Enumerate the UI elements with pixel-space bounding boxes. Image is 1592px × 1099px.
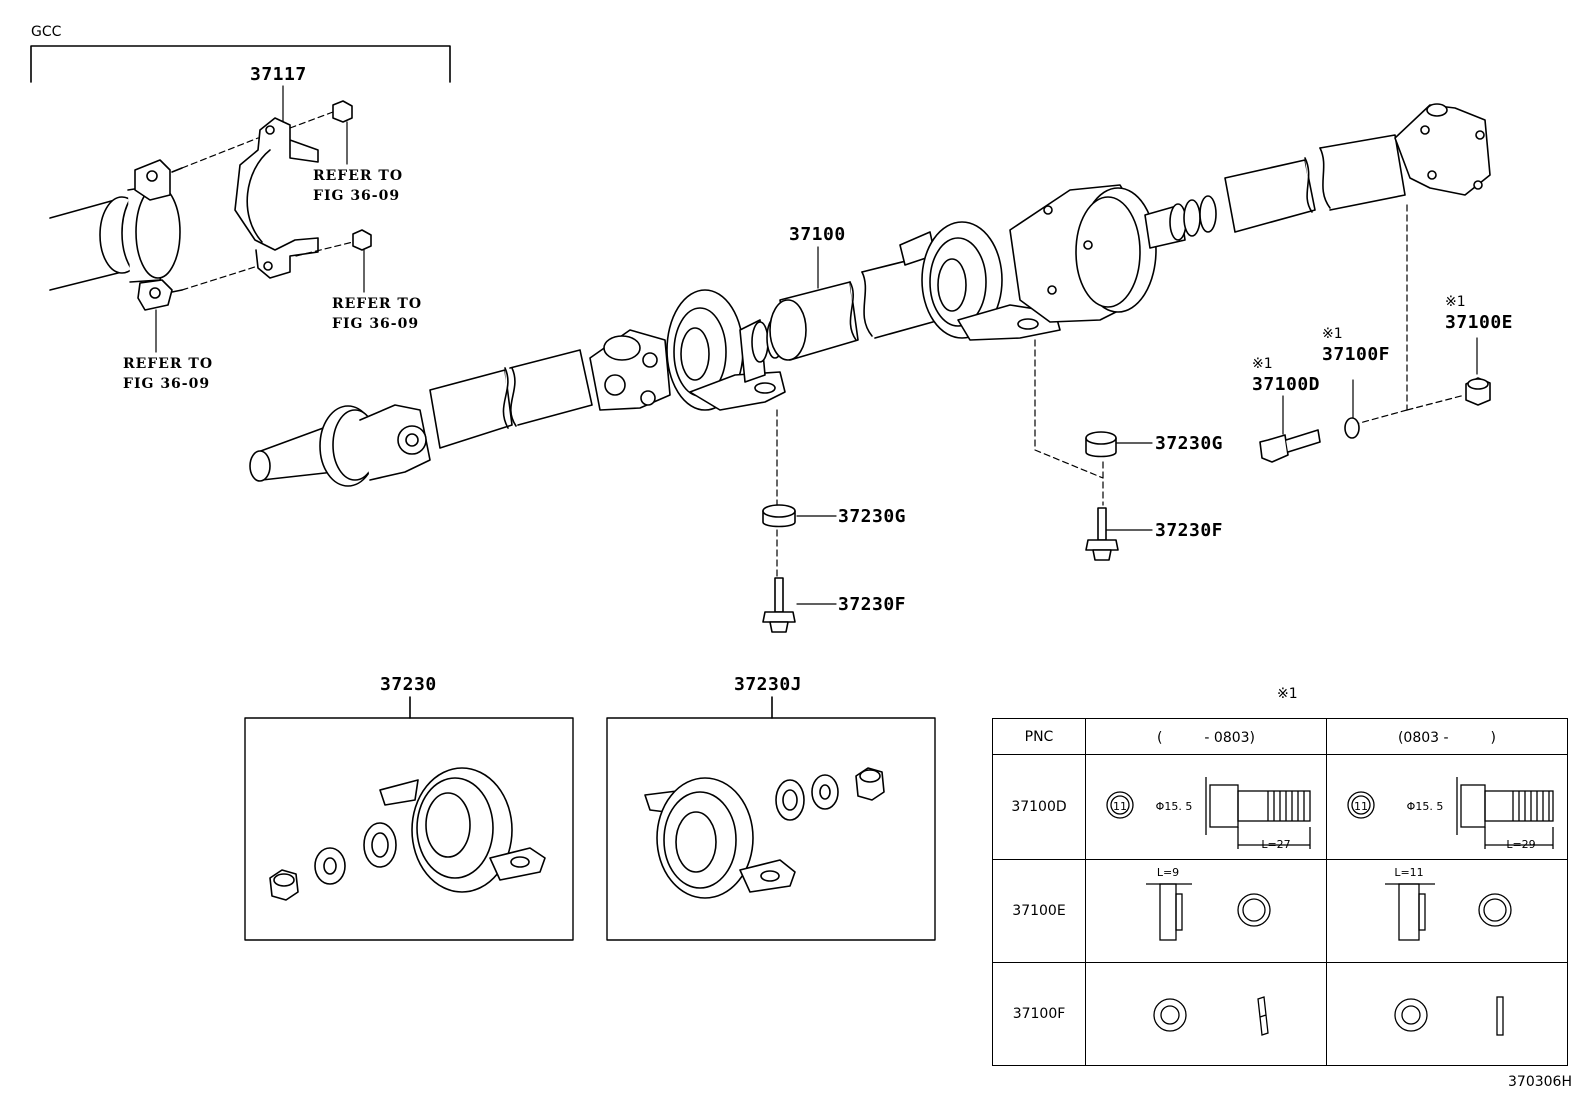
spec-37100e-col1: L=9	[1085, 859, 1327, 963]
spec-37100e-col2: L=11	[1326, 859, 1568, 963]
kit-37230j-box	[606, 696, 936, 941]
gcc-shaft-section	[49, 100, 372, 311]
refer-note-1-line1: REFER TO	[313, 168, 404, 184]
gcc-leaders	[155, 85, 365, 353]
kit-37230-box	[244, 696, 574, 941]
bolt-len-col2: L=29	[1506, 838, 1535, 851]
callout-37230g-left: 37230G	[838, 506, 907, 527]
bolt-size-col1: 11	[1113, 800, 1127, 813]
refer-note-1: REFER TO FIG 36-09	[313, 166, 403, 206]
callout-37230g-right: 37230G	[1155, 433, 1224, 454]
gcc-label: GCC	[31, 24, 62, 40]
spec-pnc-37100f: 37100F	[992, 962, 1086, 1066]
spec-header-col2: (0803 - )	[1326, 718, 1568, 755]
spec-table-header-row: PNC ( - 0803) (0803 - )	[992, 718, 1568, 755]
callout-37117: 37117	[250, 64, 307, 85]
spec-header-col1: ( - 0803)	[1085, 718, 1327, 755]
spec-pnc-37100e: 37100E	[992, 859, 1086, 963]
spec-37100d-col1: 11 Φ15. 5 L=27	[1085, 754, 1327, 860]
callout-37100e: 37100E	[1445, 312, 1514, 333]
spec-37100f-col1	[1085, 962, 1327, 1066]
kit-label-37230: 37230	[380, 674, 437, 695]
small-parts	[762, 377, 1491, 633]
refer-note-3-line2: FIG 36-09	[123, 376, 211, 392]
spec-37100d-col2: 11 Φ15. 5 L=29	[1326, 754, 1568, 860]
bolt-dia-col2: Φ15. 5	[1407, 800, 1444, 813]
gcc-dashed-leaders	[181, 111, 354, 291]
kit-label-37230j: 37230J	[734, 674, 803, 695]
refer-note-2: REFER TO FIG 36-09	[332, 294, 422, 334]
callout-37230f-right: 37230F	[1155, 520, 1224, 541]
callout-37100f: 37100F	[1322, 344, 1391, 365]
spec-row-37100e: 37100E L=9 L=11	[992, 859, 1568, 963]
bolt-len-col1: L=27	[1261, 838, 1290, 851]
nut-len-col1: L=9	[1157, 866, 1179, 879]
nut-len-col2: L=11	[1394, 866, 1423, 879]
spec-pnc-37100d: 37100D	[992, 754, 1086, 860]
refer-note-2-line1: REFER TO	[332, 296, 423, 312]
note-mark-37100f: ※1	[1322, 326, 1343, 342]
spec-row-37100d: 37100D 11 Φ15. 5 L=27 11	[992, 754, 1568, 860]
note-mark-37100d: ※1	[1252, 356, 1273, 372]
figure-code: 370306H	[1508, 1074, 1572, 1090]
bolt-dia-col1: Φ15. 5	[1156, 800, 1193, 813]
gcc-bracket	[30, 45, 451, 83]
spec-row-37100f: 37100F	[992, 962, 1568, 1066]
refer-note-1-line2: FIG 36-09	[313, 188, 401, 204]
bolt-size-col2: 11	[1354, 800, 1368, 813]
spec-header-pnc: PNC	[992, 718, 1086, 755]
refer-note-3-line1: REFER TO	[123, 356, 214, 372]
shaft-leaders	[796, 246, 1478, 605]
callout-37230f-left: 37230F	[838, 594, 907, 615]
spec-table-note-mark: ※1	[1277, 686, 1298, 702]
spec-table: PNC ( - 0803) (0803 - ) 37100D 11 Φ15. 5…	[992, 718, 1568, 1066]
propeller-shaft	[249, 103, 1491, 487]
note-mark-37100e: ※1	[1445, 294, 1466, 310]
callout-37100: 37100	[789, 224, 846, 245]
spec-37100f-col2	[1326, 962, 1568, 1066]
callout-37100d: 37100D	[1252, 374, 1321, 395]
refer-note-3: REFER TO FIG 36-09	[123, 354, 213, 394]
refer-note-2-line2: FIG 36-09	[332, 316, 420, 332]
